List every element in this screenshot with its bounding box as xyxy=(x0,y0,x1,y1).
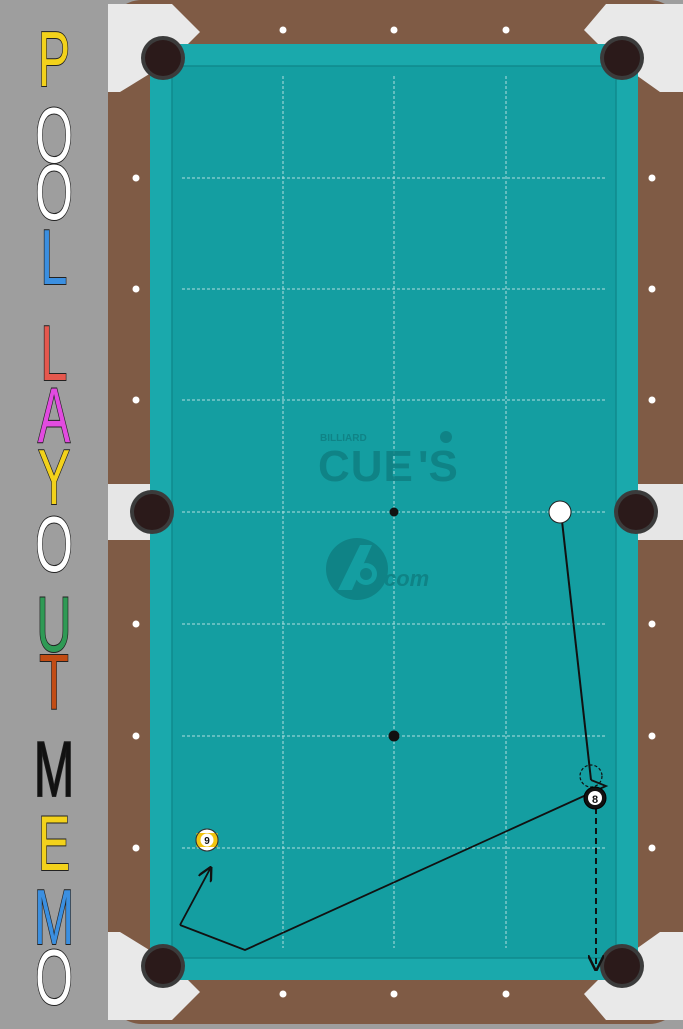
rail-diamond xyxy=(279,990,287,998)
title-letter: U xyxy=(37,580,72,668)
title-letter: Y xyxy=(38,433,70,521)
eight-ball[interactable]: 8 xyxy=(583,786,607,810)
center-spot xyxy=(389,507,399,517)
title-letter: M xyxy=(34,725,74,813)
rail-diamond xyxy=(648,844,656,852)
logo-small-text: BILLIARD xyxy=(320,433,367,444)
rail-diamond xyxy=(390,26,398,34)
nine-ball-label: 9 xyxy=(204,836,210,847)
pocket xyxy=(604,948,640,984)
title-letter: L xyxy=(41,213,68,301)
rail-diamond xyxy=(502,990,510,998)
pocket xyxy=(604,40,640,76)
title-letter: O xyxy=(35,933,73,1021)
rail-diamond xyxy=(132,285,140,293)
rail-diamonds xyxy=(132,26,656,998)
rail-diamond xyxy=(648,174,656,182)
rail-diamond xyxy=(132,620,140,628)
rail-diamond xyxy=(132,174,140,182)
rail-diamond xyxy=(279,26,287,34)
title-letter: E xyxy=(38,799,70,887)
logo-s-text: 'S xyxy=(418,442,458,491)
rail-diamond xyxy=(648,620,656,628)
logo-main-text: CUE xyxy=(318,442,414,491)
cue-path-line xyxy=(560,511,592,781)
pocket xyxy=(145,948,181,984)
logo-com-text: com xyxy=(384,566,429,591)
pocket xyxy=(134,494,170,530)
logo-ball-icon xyxy=(440,431,452,443)
cue-path-arrow xyxy=(179,869,210,926)
cue-path-after-contact xyxy=(179,779,609,951)
title-letter: L xyxy=(41,309,68,397)
title-letter: T xyxy=(39,638,69,726)
title-letter: M xyxy=(34,873,74,961)
cue-ball xyxy=(548,500,572,524)
rail-diamond xyxy=(648,285,656,293)
foot-spot xyxy=(388,730,400,742)
pocket xyxy=(145,40,181,76)
rail-diamond xyxy=(132,732,140,740)
eight-ball-label: 8 xyxy=(592,794,598,806)
rail-diamond xyxy=(502,26,510,34)
pocket xyxy=(618,494,654,530)
rail-diamond xyxy=(390,990,398,998)
pockets xyxy=(130,36,658,988)
billiard-cues-logo: BILLIARD CUE 'S com xyxy=(318,431,458,600)
rail-diamond xyxy=(132,844,140,852)
ghost-ball xyxy=(579,764,603,788)
rail-diamond xyxy=(132,396,140,404)
rail-diamond xyxy=(648,732,656,740)
title-letter: O xyxy=(35,91,73,179)
title-letter: O xyxy=(35,500,73,588)
title-letter: A xyxy=(38,371,71,459)
title-letter: O xyxy=(35,148,73,236)
rail-diamond xyxy=(648,396,656,404)
nine-ball[interactable]: 9 xyxy=(195,828,219,852)
title-letter: P xyxy=(38,15,70,103)
